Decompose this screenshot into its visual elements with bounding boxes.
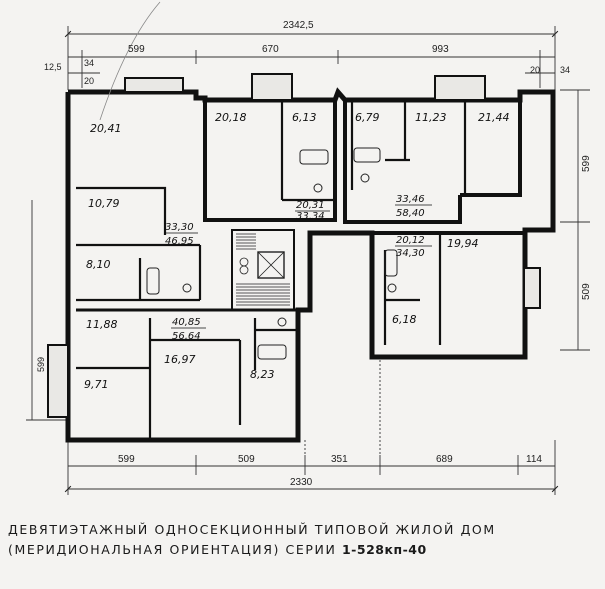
area-label: 11,23 [415,111,447,124]
caption-line-2-text: (МЕРИДИОНАЛЬНАЯ ОРИЕНТАЦИЯ) СЕРИИ [8,542,337,557]
area-label: 58,40 [396,208,425,219]
dim-top-2: 670 [262,44,279,55]
area-label: 46,95 [165,236,194,247]
area-label: 33,34 [296,211,325,222]
dim-bottom-5: 114 [526,454,542,465]
dim-top-right-b: 34 [560,65,570,75]
area-label: 10,79 [88,197,120,210]
dim-top-left-c: 20 [84,76,94,86]
area-label: 6,13 [292,111,317,124]
caption-line-2: (МЕРИДИОНАЛЬНАЯ ОРИЕНТАЦИЯ) СЕРИИ 1-528к… [8,540,598,560]
area-label: 9,71 [84,378,109,391]
area-label: 11,88 [86,318,118,331]
area-label: 56,64 [172,331,201,342]
dim-top-left-b: 34 [84,58,94,68]
room-area-labels: 20,41 10,79 8,10 33,30 46,95 20,18 6,13 … [84,111,510,391]
area-label: 16,97 [164,353,196,366]
building-walls [65,87,556,443]
area-label: 6,18 [392,313,417,326]
dim-top-total: 2342,5 [283,20,314,31]
caption-line-1: ДЕВЯТИЭТАЖНЫЙ ОДНОСЕКЦИОННЫЙ ТИПОВОЙ ЖИЛ… [8,522,496,537]
area-label: 8,10 [86,258,111,271]
plan-caption: ДЕВЯТИЭТАЖНЫЙ ОДНОСЕКЦИОННЫЙ ТИПОВОЙ ЖИЛ… [8,520,598,560]
area-label: 20,12 [396,235,425,246]
sanitary-fixtures [146,147,398,360]
dimension-lines [26,26,590,495]
area-label: 21,44 [478,111,510,124]
dim-bottom-total: 2330 [290,477,313,488]
area-label: 20,18 [215,111,247,124]
area-label: 20,41 [90,122,122,135]
dim-top-left-a: 12,5 [44,62,62,72]
dim-bottom-4: 689 [436,454,453,465]
dim-bottom-2: 509 [238,454,255,465]
dim-right-lower: 509 [581,283,592,300]
floor-plan: 2342,5 599 670 993 12,5 34 20 20 34 599 … [26,1,592,495]
pencil-stroke [99,1,161,121]
dim-left-side: 599 [36,357,46,372]
dim-bottom-1: 599 [118,454,135,465]
area-label: 40,85 [172,317,201,328]
interior-partitions [76,100,467,440]
dim-top-right-a: 20 [530,65,540,75]
area-label: 33,30 [165,222,194,233]
dim-bottom-3: 351 [331,454,348,465]
area-label: 8,23 [250,368,275,381]
dim-top-1: 599 [128,44,145,55]
area-label: 34,30 [396,248,425,259]
area-label: 6,79 [355,111,380,124]
dim-top-3: 993 [432,44,449,55]
area-label: 33,46 [396,194,425,205]
area-label: 19,94 [447,237,479,250]
dim-right-upper: 599 [581,155,592,172]
dimension-labels: 2342,5 599 670 993 12,5 34 20 20 34 599 … [36,20,592,488]
area-underlines [164,204,432,329]
area-label: 20,31 [296,200,325,211]
caption-series: 1-528кп-40 [341,542,427,557]
bay-projections [47,73,541,418]
stair-core [236,233,290,306]
